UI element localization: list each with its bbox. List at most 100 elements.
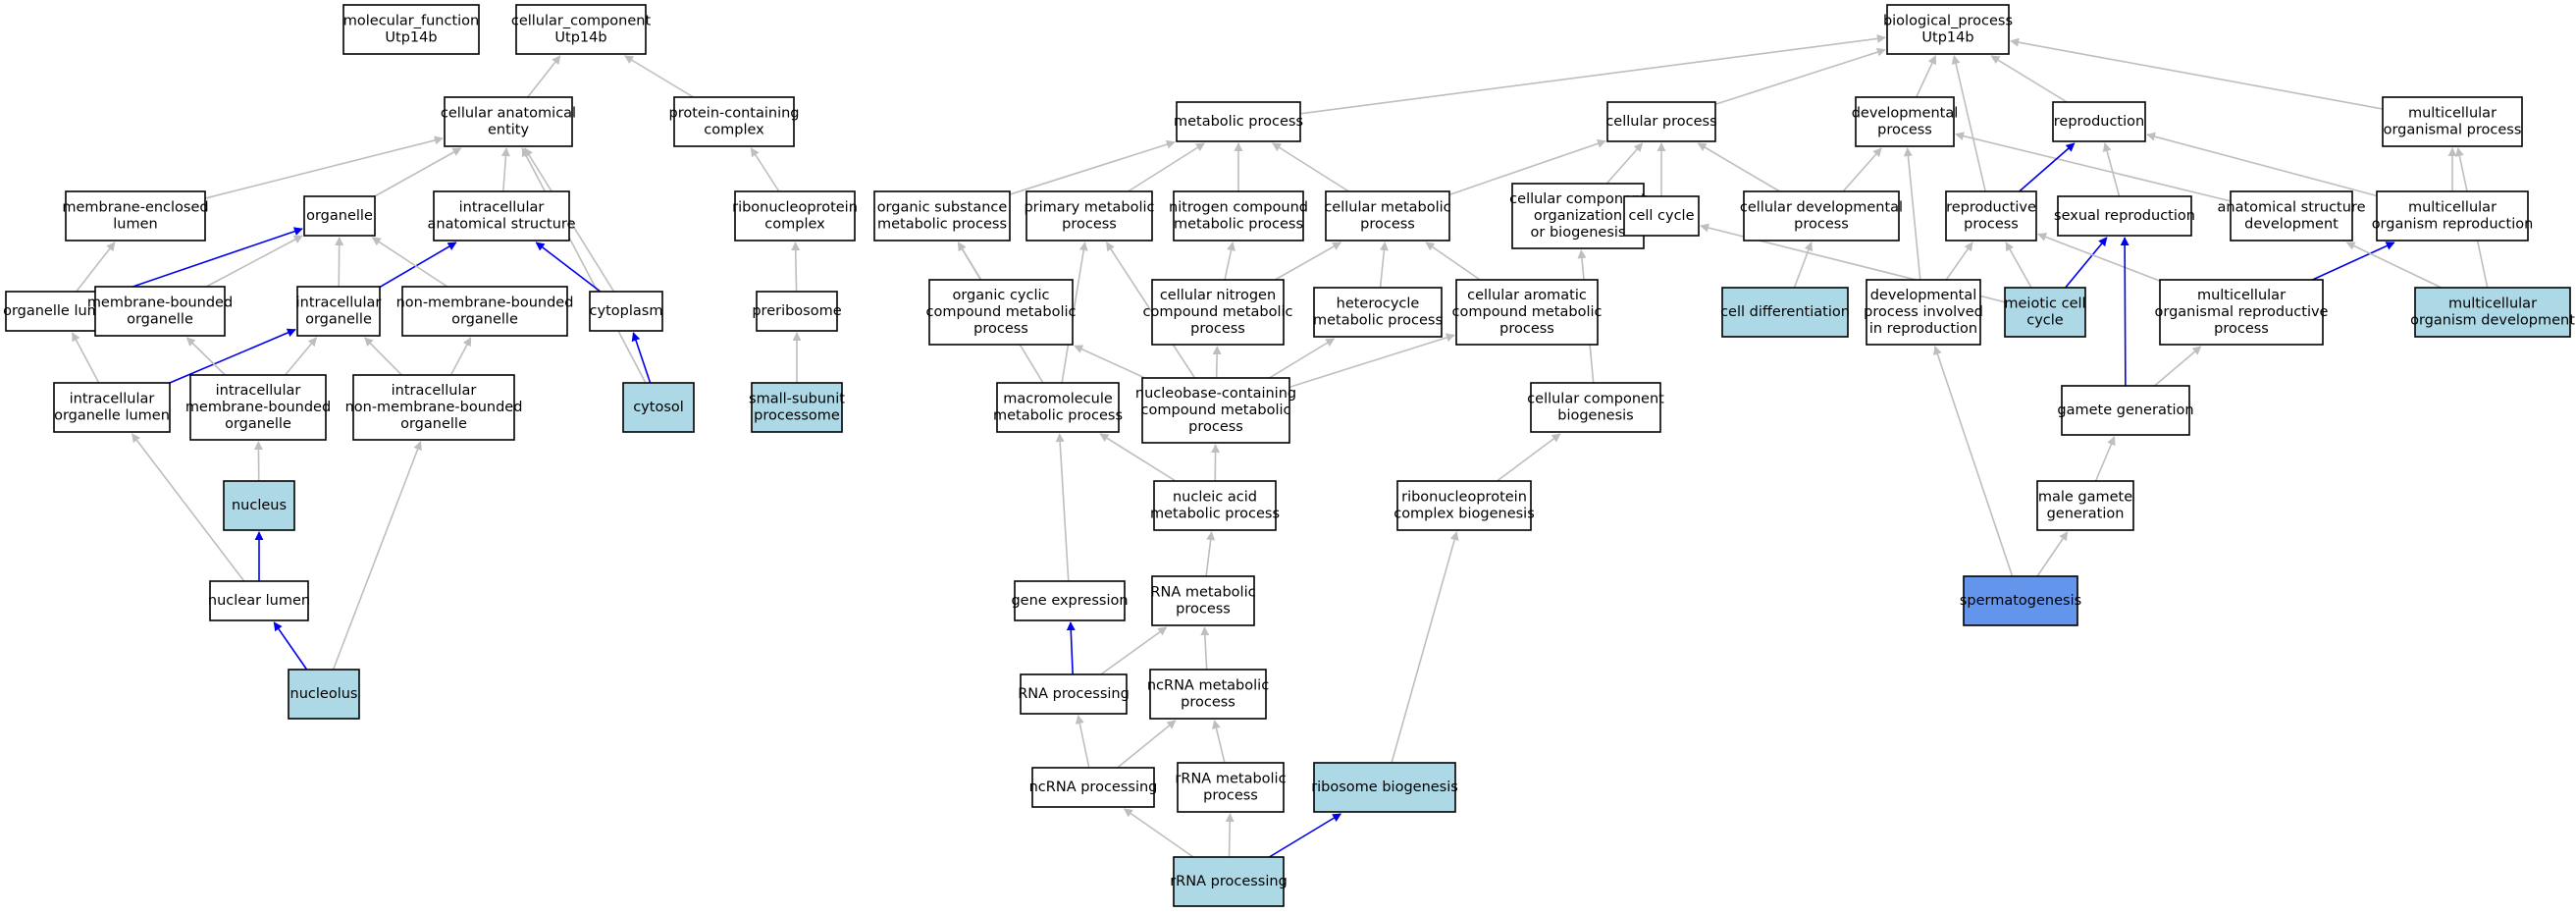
node-box [589,291,663,332]
edge-asd-to-devp [1955,132,2232,202]
edge-repro-to-bp [1990,55,2068,103]
node-ribob[interactable]: ribosome biogenesis [1311,762,1458,813]
node-celldiff[interactable]: cell differentiation [1720,287,1850,338]
node-box [734,190,856,242]
node-box [1855,96,1955,147]
edge-morp-to-mor [2312,242,2395,281]
edge-mcc-to-sr [2065,237,2108,289]
node-box [53,382,171,433]
edge-dpir-to-devp [1903,147,1921,281]
node-sperm[interactable]: spermatogenesis [1960,575,2081,626]
edge-cdp-to-cellp [1697,142,1780,192]
node-label-line: nitrogen compound [1169,200,1308,216]
node-label-line: nucleic acid [1173,490,1257,506]
node-sr[interactable]: sexual reproduction [2054,195,2195,237]
node-ge[interactable]: gene expression [1011,580,1129,621]
node-cyto[interactable]: cytoplasm [589,291,663,332]
edge-ribob-to-rnpcb [1391,531,1459,764]
node-box [2414,287,2571,338]
edge-nbcmp-to-cncmp [1212,346,1222,379]
node-label-line: generation [2047,507,2125,522]
node-metp[interactable]: metabolic process [1174,101,1303,142]
edge-mbo-to-org [205,235,303,288]
node-gg[interactable]: gamete generation [2057,385,2194,436]
node-label-line: developmental [1852,106,1959,122]
node-box [2052,101,2146,142]
edge-mmp-to-pmp [1061,242,1088,384]
edge-rnpc-to-pcc [750,147,780,192]
node-label-line: in reproduction [1869,321,1977,337]
node-label-line: organism development [2410,313,2575,329]
node-label-line: membrane-enclosed [62,200,208,216]
node-ncrnap[interactable]: ncRNA processing [1029,767,1158,808]
node-cc2[interactable]: cell cycle [1623,195,1700,237]
node-inmbo[interactable]: intracellularnon-membrane-boundedorganel… [345,374,523,441]
node-label-line: biogenesis [1557,408,1633,424]
node-label-line: organelle lumen [54,408,170,424]
node-label-line: organic substance [877,200,1008,216]
node-label-line: anatomical structure [428,217,576,233]
node-nucleolus[interactable]: nucleolus [288,669,360,720]
node-box [223,480,295,531]
edge-inmbo-to-nmbo [449,337,472,376]
node-rnap[interactable]: RNA processing [1018,673,1130,715]
node-nuclum[interactable]: nuclear lumen [208,580,310,621]
node-label-line: organelle [400,416,467,432]
node-cellp[interactable]: cellular process [1605,101,1717,142]
node-org[interactable]: organelle [303,195,376,237]
node-label-line: heterocycle [1337,296,1420,312]
node-repro[interactable]: reproduction [2052,101,2146,142]
node-prib[interactable]: preribosome [752,291,842,332]
node-box [1396,480,1532,531]
node-box [873,190,1011,242]
node-nucleus[interactable]: nucleus [223,480,295,531]
edge-cncmp-to-ncmp [1224,242,1235,281]
edge-ge-to-mmp [1055,433,1070,582]
node-rrnap[interactable]: rRNA processing [1170,856,1288,907]
edge-rrnap-to-rrnamp [1225,813,1235,858]
node-cytosol[interactable]: cytosol [622,382,695,433]
